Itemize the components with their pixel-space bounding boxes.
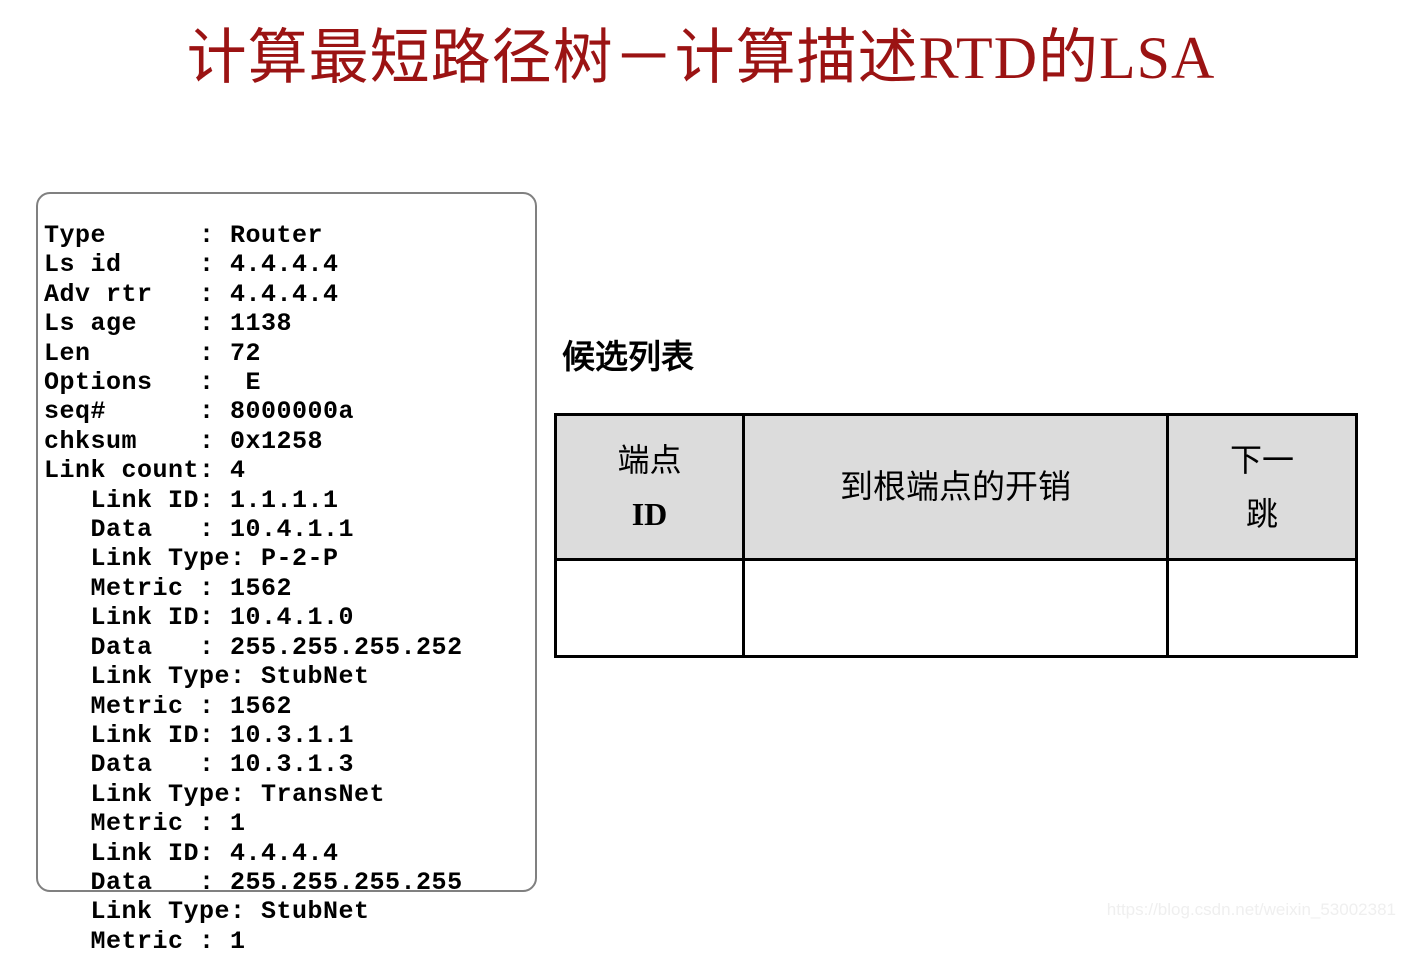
table-header-row: 端点 ID 到根端点的开销 下一 跳 (554, 413, 1358, 561)
lsa-detail-box (36, 192, 537, 892)
cell-next-hop (1166, 558, 1358, 658)
column-header-endpoint-id: 端点 ID (554, 413, 745, 561)
column-header-cost-to-root-label: 到根端点的开销 (840, 467, 1071, 506)
table-row (554, 558, 1358, 658)
column-header-next-hop-line1: 下一 (1229, 441, 1294, 479)
candidate-list-heading: 候选列表 (562, 337, 694, 376)
cell-endpoint-id (554, 558, 745, 658)
lsa-detail-text: Type : Router Ls id : 4.4.4.4 Adv rtr : … (44, 221, 463, 956)
candidate-list-table: 端点 ID 到根端点的开销 下一 跳 (554, 413, 1358, 658)
page-title: 计算最短路径树－计算描述RTD的LSA (186, 25, 1216, 91)
column-header-endpoint-id-line2: ID (631, 496, 668, 532)
column-header-next-hop: 下一 跳 (1166, 413, 1358, 561)
column-header-endpoint-id-line1: 端点 (617, 441, 682, 479)
cell-cost-to-root (742, 558, 1169, 658)
column-header-cost-to-root: 到根端点的开销 (742, 413, 1169, 561)
watermark-text: https://blog.csdn.net/weixin_53002381 (1106, 900, 1396, 919)
column-header-next-hop-line2: 跳 (1245, 495, 1278, 533)
